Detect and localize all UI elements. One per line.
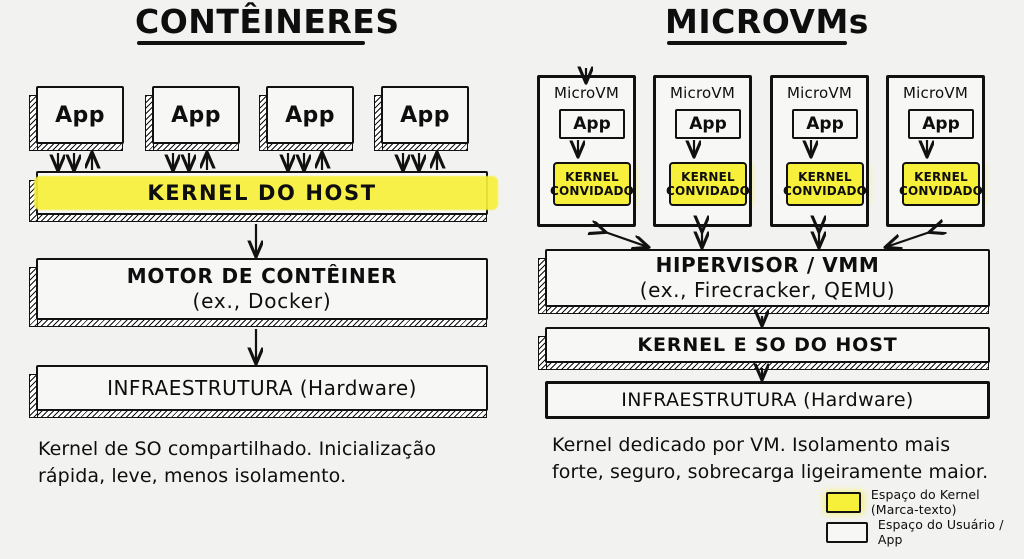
- host-kernel-os-box: KERNEL E SO DO HOST: [538, 327, 990, 370]
- app-to-kernel-arrows: [58, 153, 437, 170]
- legend-item-kernel: Espaço do Kernel (Marca-texto): [826, 487, 1024, 517]
- guest-kernel-label: KERNEL: [798, 170, 852, 184]
- legend-item-user: Espaço do Usuário / App: [826, 517, 1024, 547]
- right-panel-title-text: MICROVMs: [665, 2, 869, 41]
- microvm-title: MicroVM: [787, 84, 852, 102]
- guest-kernel-box: KERNEL CONVIDADO: [662, 160, 752, 213]
- app-label: App: [689, 114, 727, 134]
- app-box: App: [374, 86, 469, 151]
- app-label: App: [55, 102, 105, 128]
- microvm-app-box: App: [901, 109, 974, 146]
- app-box: App: [259, 86, 354, 151]
- right-panel-title: MICROVMs: [665, 4, 869, 45]
- guest-kernel-sublabel: CONVIDADO: [666, 184, 751, 198]
- microvm-card: MicroVM App KERNEL CONVIDADO: [770, 75, 869, 227]
- app-label: App: [400, 102, 450, 128]
- infrastructure-label: INFRAESTRUTURA (Hardware): [621, 389, 914, 411]
- legend-label: Espaço do Kernel (Marca-texto): [870, 487, 980, 517]
- host-kernel-os-label: KERNEL E SO DO HOST: [637, 334, 898, 356]
- guest-kernel-box: KERNEL CONVIDADO: [895, 160, 985, 213]
- infrastructure-box-left: INFRAESTRUTURA (Hardware): [29, 365, 488, 418]
- guest-kernel-box: KERNEL CONVIDADO: [779, 160, 869, 213]
- guest-kernel-label: KERNEL: [565, 170, 619, 184]
- hypervisor-sublabel: (ex., Firecracker, QEMU): [639, 278, 896, 302]
- app-label: App: [806, 114, 844, 134]
- app-label: App: [285, 102, 335, 128]
- container-engine-box: MOTOR DE CONTÊINER (ex., Docker): [29, 258, 488, 327]
- guest-kernel-box: KERNEL CONVIDADO: [546, 160, 636, 213]
- app-label: App: [922, 114, 960, 134]
- microvm-app-box: App: [668, 109, 741, 146]
- microvm-title: MicroVM: [554, 84, 619, 102]
- app-box: App: [29, 86, 124, 151]
- infrastructure-box-right: INFRAESTRUTURA (Hardware): [545, 381, 990, 419]
- title-underline: [667, 41, 847, 45]
- right-panel-caption: Kernel dedicado por VM. Isolamento mais …: [552, 434, 989, 483]
- title-underline: [137, 41, 365, 45]
- left-panel-caption: Kernel de SO compartilhado. Inicializaçã…: [38, 438, 437, 487]
- guest-kernel-sublabel: CONVIDADO: [783, 184, 868, 198]
- guest-kernel-label: KERNEL: [681, 170, 735, 184]
- hypervisor-label: HIPERVISOR / VMM: [655, 253, 880, 277]
- microvm-card: MicroVM App KERNEL CONVIDADO: [886, 75, 985, 227]
- microvm-card: MicroVM App KERNEL CONVIDADO: [653, 75, 752, 227]
- app-label: App: [171, 102, 221, 128]
- guest-kernel-sublabel: CONVIDADO: [899, 184, 984, 198]
- left-panel-title: CONTÊINERES: [135, 4, 400, 45]
- microvm-card: MicroVM App KERNEL CONVIDADO: [537, 75, 636, 227]
- legend-swatch-kernel-icon: [826, 491, 861, 513]
- hypervisor-box: HIPERVISOR / VMM (ex., Firecracker, QEMU…: [538, 249, 990, 314]
- kernel-highlight-marker: [34, 176, 498, 210]
- container-engine-label: MOTOR DE CONTÊINER: [126, 264, 398, 288]
- legend-swatch-user-icon: [826, 521, 868, 543]
- left-panel-title-text: CONTÊINERES: [135, 2, 400, 41]
- legend-label: Espaço do Usuário / App: [877, 517, 1004, 547]
- container-engine-sublabel: (ex., Docker): [192, 289, 332, 313]
- microvm-app-box: App: [785, 109, 858, 146]
- legend: Espaço do Kernel (Marca-texto) Espaço do…: [826, 487, 1024, 549]
- app-label: App: [573, 114, 611, 134]
- kernel-do-host-label: KERNEL DO HOST: [147, 181, 377, 205]
- app-box: App: [145, 86, 240, 151]
- vm-hypervisor-arrows: [605, 231, 930, 247]
- microvm-app-box: App: [552, 109, 625, 146]
- guest-kernel-sublabel: CONVIDADO: [550, 184, 635, 198]
- kernel-do-host-box: KERNEL DO HOST: [29, 171, 498, 222]
- microvm-title: MicroVM: [670, 84, 735, 102]
- microvm-title: MicroVM: [903, 84, 968, 102]
- infrastructure-label: INFRAESTRUTURA (Hardware): [107, 376, 417, 400]
- guest-kernel-label: KERNEL: [914, 170, 968, 184]
